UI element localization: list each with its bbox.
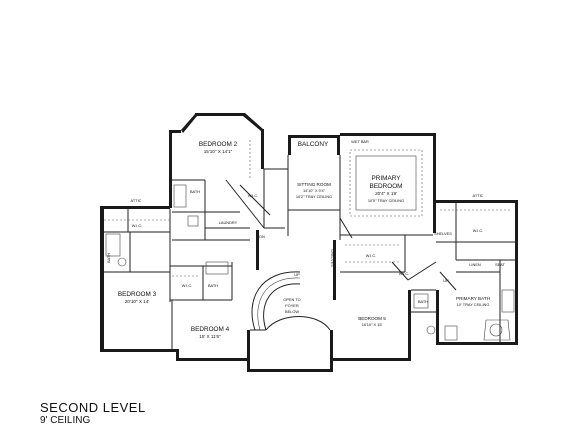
primary-bedroom-name-1: PRIMARY <box>371 175 401 182</box>
primary-bath-ceiling: 10' TRAY CEILING <box>457 302 490 307</box>
bedroom-3-dims: 20'10" X 14' <box>125 299 149 304</box>
open-to-foyer-1: OPEN TO <box>283 297 300 302</box>
seat-label: SEAT <box>495 262 505 267</box>
wic-primary-bath-label: W.I.C. <box>473 228 484 233</box>
wic-bedroom-5-label: W.I.C. <box>399 271 410 276</box>
primary-bath-name: PRIMARY BATH <box>456 296 490 301</box>
attic-left-label: ATTIC <box>131 198 142 203</box>
level-title: SECOND LEVEL <box>40 400 146 415</box>
laundry-label: LAUNDRY <box>219 220 238 225</box>
bedroom-3-name: BEDROOM 3 <box>118 291 157 298</box>
bath-bedroom-5-label: BATH <box>418 299 428 304</box>
linen-label: LINEN <box>469 262 481 267</box>
balcony-label: BALCONY <box>298 141 329 148</box>
wic-bedroom-4-label: W.I.C. <box>182 283 193 288</box>
stair-up-label: UP <box>294 272 300 277</box>
bedroom-2-dims: 15'10" X 14'1" <box>204 149 233 154</box>
sitting-room-name: SITTING ROOM <box>297 182 331 187</box>
primary-bedroom-dims: 20'4" X 19' <box>375 191 397 196</box>
interior-walls <box>104 140 518 349</box>
up-right-label: UP <box>443 278 449 283</box>
bath-bedroom-3-label: BATH <box>106 253 111 263</box>
shelves-right-label: SHELVES <box>434 231 452 236</box>
wic-bedroom-3-label: W.I.C. <box>132 223 143 228</box>
attic-right-label: ATTIC <box>473 193 484 198</box>
bath-bedroom-4-label: BATH <box>208 283 218 288</box>
room-labels: BEDROOM 2 15'10" X 14'1" BALCONY WET BAR… <box>106 139 506 339</box>
bedroom-4-dims: 15' X 11'6" <box>199 334 221 339</box>
wic-primary-label: W.I.C. <box>366 253 377 258</box>
wic-bedroom-2-label: W.I.C. <box>248 193 259 198</box>
sitting-room-dims: 14'10" X 9'4" <box>303 188 326 193</box>
open-to-foyer-3: BELOW <box>285 309 299 314</box>
shelves-label: SHELVES <box>330 249 335 267</box>
primary-bedroom-name-2: BEDROOM <box>369 183 402 190</box>
stair-dn-label: DN <box>259 234 265 239</box>
bedroom-2-name: BEDROOM 2 <box>199 141 238 148</box>
open-to-foyer-2: FOYER <box>285 303 299 308</box>
bath-bedroom-2-label: BATH <box>190 189 200 194</box>
wet-bar-label: WET BAR <box>351 139 369 144</box>
bedroom-5-name: BEDROOM 5 <box>358 316 386 321</box>
sitting-room-ceiling: 10'2" TRAY CEILING <box>296 194 332 199</box>
ceiling-note: 9' CEILING <box>40 415 91 426</box>
primary-bedroom-ceiling: 10'5" TRAY CEILING <box>368 198 404 203</box>
exterior-walls <box>100 113 518 372</box>
bedroom-4-name: BEDROOM 4 <box>191 326 230 333</box>
bedroom-5-dims: 16'10" X 15' <box>362 322 383 327</box>
